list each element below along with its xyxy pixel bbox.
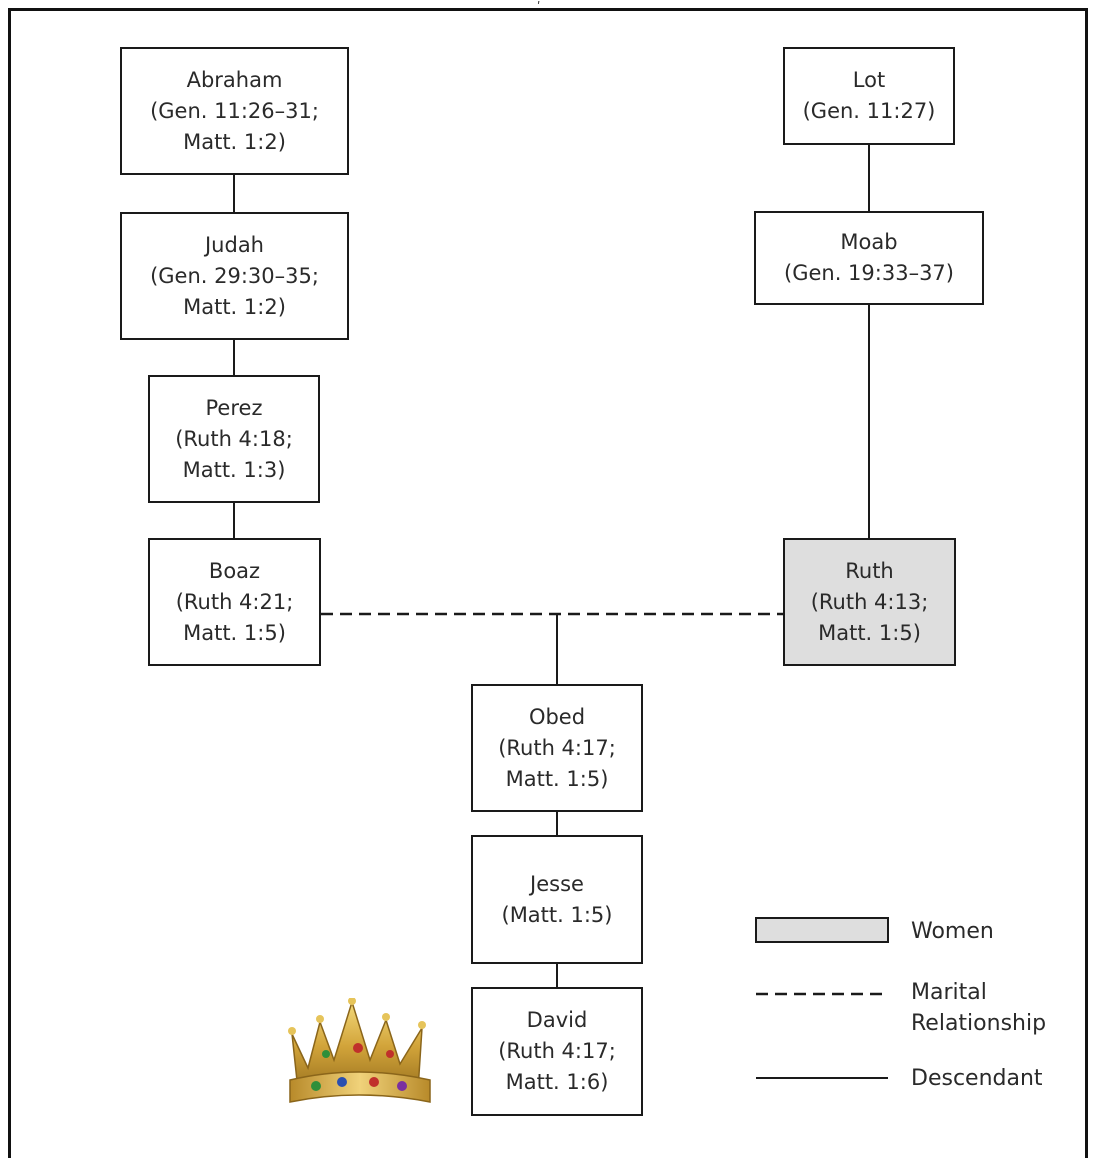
legend-descendant-label: Descendant xyxy=(911,1066,1043,1091)
node-name: Moab xyxy=(840,230,898,254)
node-reference: (Ruth 4:17; Matt. 1:6) xyxy=(498,1039,616,1094)
node-jesse: Jesse (Matt. 1:5) xyxy=(471,835,643,964)
node-name: Lot xyxy=(852,68,886,92)
node-name: David xyxy=(526,1008,588,1032)
top-mark: ʹ xyxy=(537,0,541,14)
node-reference: (Gen. 11:27) xyxy=(802,99,936,123)
node-reference: (Gen. 19:33–37) xyxy=(784,261,954,285)
node-david: David (Ruth 4:17; Matt. 1:6) xyxy=(471,987,643,1116)
node-reference: (Matt. 1:5) xyxy=(501,902,613,927)
node-name: Ruth xyxy=(845,558,894,583)
node-reference: (Ruth 4:21; Matt. 1:5) xyxy=(175,589,294,645)
node-name: Jesse xyxy=(530,871,584,896)
node-reference: (Ruth 4:18; Matt. 1:3) xyxy=(175,426,293,482)
node-name: Boaz xyxy=(208,558,261,583)
node-moab: Moab (Gen. 19:33–37) xyxy=(754,211,984,305)
node-reference: (Ruth 4:17; Matt. 1:5) xyxy=(498,735,616,791)
node-reference: (Gen. 11:26–31; Matt. 1:2) xyxy=(150,98,319,154)
crown-icon xyxy=(288,998,431,1103)
node-lot: Lot (Gen. 11:27) xyxy=(783,47,955,145)
node-judah: Judah (Gen. 29:30–35; Matt. 1:2) xyxy=(120,212,349,340)
diagram-frame xyxy=(8,8,1088,1158)
node-boaz: Boaz (Ruth 4:21; Matt. 1:5) xyxy=(148,538,321,666)
node-name: Perez xyxy=(205,395,263,420)
node-perez: Perez (Ruth 4:18; Matt. 1:3) xyxy=(148,375,320,503)
node-ruth: Ruth (Ruth 4:13; Matt. 1:5) xyxy=(783,538,956,666)
node-reference: (Ruth 4:13; Matt. 1:5) xyxy=(810,589,929,645)
node-abraham: Abraham (Gen. 11:26–31; Matt. 1:2) xyxy=(120,47,349,175)
node-reference: (Gen. 29:30–35; Matt. 1:2) xyxy=(150,263,319,319)
legend-marital-label: Marital Relationship xyxy=(911,980,1047,1036)
node-name: Obed xyxy=(528,704,586,729)
node-obed: Obed (Ruth 4:17; Matt. 1:5) xyxy=(471,684,643,812)
node-name: Judah xyxy=(204,232,264,257)
legend-women-swatch xyxy=(755,917,889,943)
node-name: Abraham xyxy=(186,67,283,92)
legend-women-label: Women xyxy=(911,919,994,944)
